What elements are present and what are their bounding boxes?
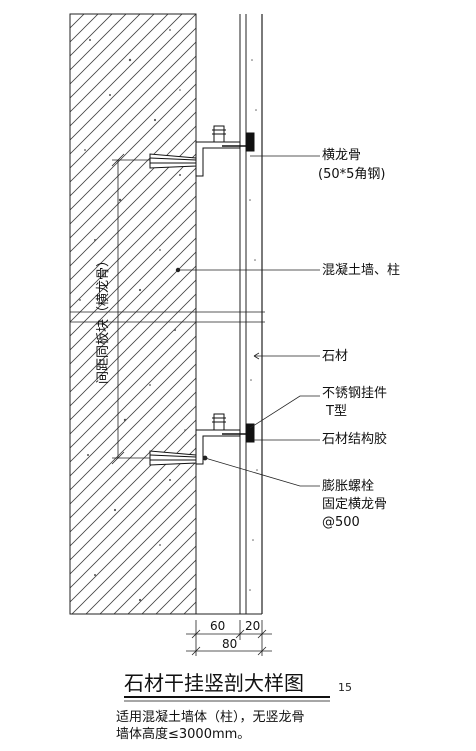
label-expansion-bolt: 膨胀螺栓 <box>322 479 375 494</box>
label-bolt-spacing: @500 <box>322 515 360 530</box>
label-horizontal-keel: 横龙骨 <box>322 148 362 163</box>
lower-fixing <box>149 413 255 466</box>
concrete-wall <box>69 13 265 615</box>
dim-60: 60 <box>210 619 226 633</box>
note-line-1: 适用混凝土墙体（柱），无竖龙骨 <box>116 710 305 725</box>
note-line-2: 墙体高度≤3000mm。 <box>116 727 251 742</box>
label-bolt-fix: 固定横龙骨 <box>322 497 388 512</box>
title-underline <box>124 696 330 702</box>
label-hanger-type: T型 <box>326 404 347 419</box>
label-concrete-wall: 混凝土墙、柱 <box>322 263 401 278</box>
label-spacing-dimension: 间距同板块（横龙骨） <box>96 253 111 384</box>
label-keel-spec: (50*5角钢) <box>318 167 386 182</box>
upper-fixing <box>149 125 255 177</box>
spacing-dimension-line <box>111 153 150 465</box>
label-hanger: 不锈钢挂件 <box>322 386 388 401</box>
stone-panel <box>196 14 263 615</box>
leader-lines <box>175 155 320 487</box>
label-stone: 石材 <box>322 349 349 364</box>
dim-80: 80 <box>222 637 238 651</box>
horizontal-dimension-lines <box>186 620 272 656</box>
detail-number: 15 <box>338 681 352 694</box>
dim-20: 20 <box>245 619 261 633</box>
drawing-title: 石材干挂竖剖大样图 <box>124 671 304 695</box>
label-structural-glue: 石材结构胶 <box>322 432 388 447</box>
